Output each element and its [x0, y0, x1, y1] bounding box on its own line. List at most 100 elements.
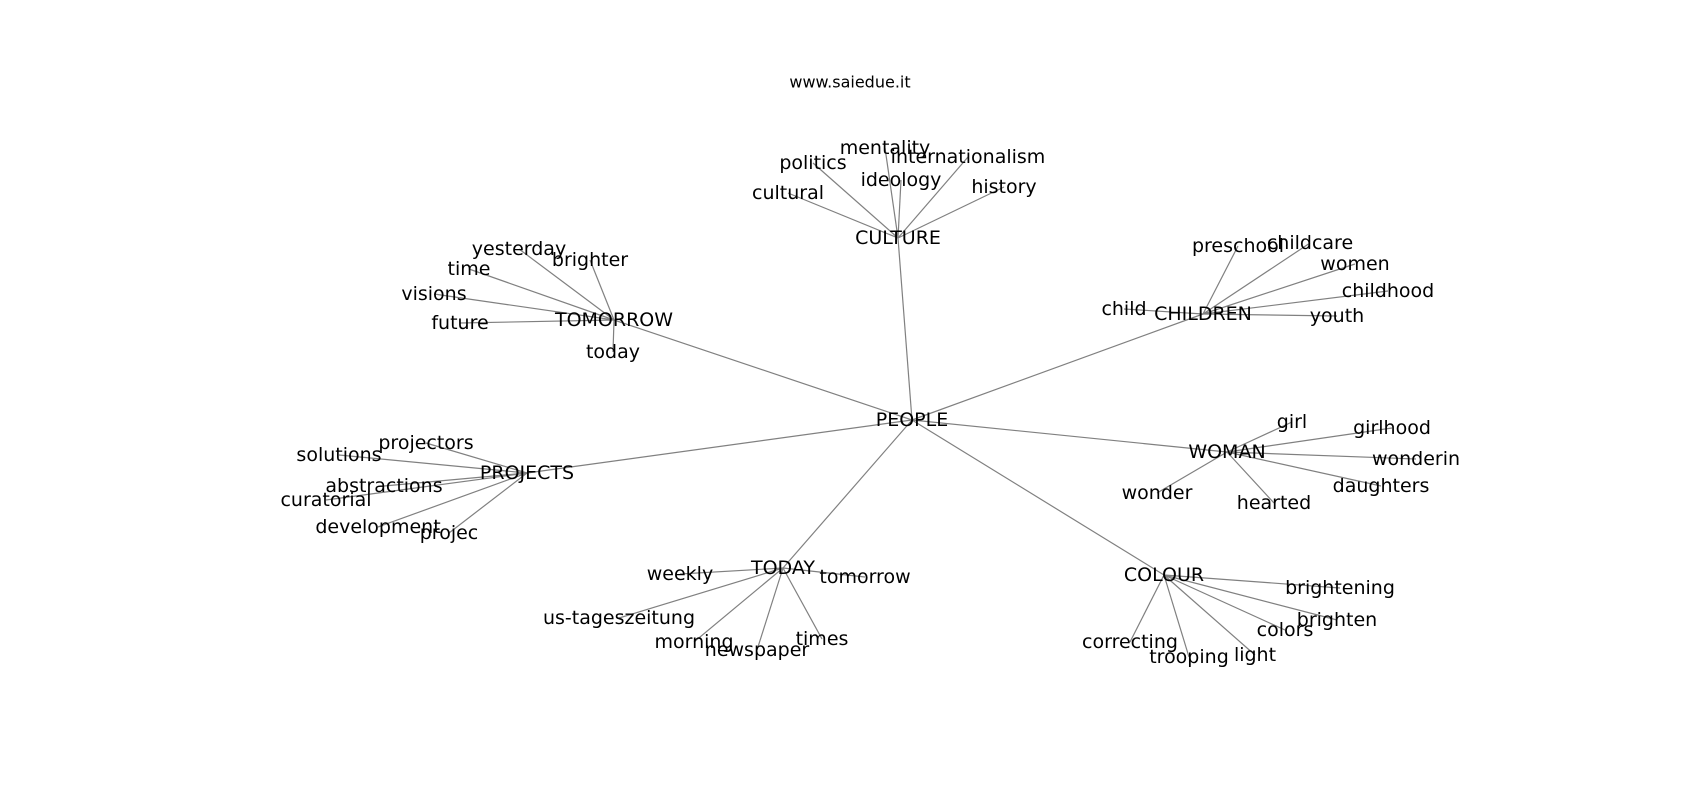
edge-people-today [782, 419, 913, 569]
leaf-node-visions: visions [401, 283, 466, 305]
leaf-node-light: light [1234, 644, 1276, 666]
leaf-node-time: time [448, 258, 491, 280]
edge-woman-hearted [1226, 451, 1275, 504]
graph-edges [325, 147, 1417, 658]
leaf-node-future: future [431, 312, 488, 334]
leaf-node-child: child [1101, 298, 1146, 320]
leaf-node-wonder: wonder [1122, 482, 1193, 504]
edge-woman-wonder [1156, 451, 1228, 494]
leaf-node-childcare: childcare [1267, 232, 1353, 254]
leaf-node-newspaper: newspaper [705, 639, 810, 661]
leaf-node-women: women [1320, 253, 1389, 275]
edge-people-children [911, 313, 1204, 421]
edge-today-times [782, 567, 823, 640]
edge-children-childcare [1202, 242, 1311, 315]
leaf-node-tomorrow: tomorrow [819, 566, 910, 588]
hub-node-children: CHILDREN [1154, 303, 1252, 325]
edge-projects-curatorial [325, 472, 528, 501]
leaf-node-projec: projec [420, 522, 479, 544]
leaf-node-mentality: mentality [840, 137, 931, 159]
edge-woman-daughters [1226, 451, 1382, 487]
leaf-node-development: development [315, 516, 440, 538]
leaf-node-hearted: hearted [1237, 492, 1311, 514]
edge-today-tomorrow [782, 567, 866, 578]
edge-colour-brighten [1163, 574, 1338, 621]
leaf-node-morning: morning [654, 631, 733, 653]
edge-culture-mentality [884, 147, 899, 239]
edge-children-childhood [1202, 290, 1389, 315]
edge-colour-brightening [1163, 574, 1341, 589]
edge-children-women [1202, 263, 1356, 315]
leaf-node-abstractions: abstractions [325, 475, 442, 497]
leaf-node-ideology: ideology [861, 169, 942, 191]
edge-colour-light [1163, 574, 1256, 656]
edge-today-newspaper [756, 567, 784, 651]
edge-tomorrow-time [468, 268, 615, 321]
edge-today-weekly [679, 567, 784, 575]
edge-culture-cultural [787, 192, 899, 239]
hub-node-colour: COLOUR [1124, 564, 1204, 586]
leaf-node-weekly: weekly [647, 563, 713, 585]
leaf-node-internationalism: internationalism [891, 146, 1046, 168]
leaf-node-times: times [796, 628, 849, 650]
edge-projects-solutions [338, 454, 528, 474]
leaf-node-childhood: childhood [1342, 280, 1434, 302]
leaf-node-history: history [971, 176, 1036, 198]
leaf-node-girl: girl [1277, 411, 1307, 433]
leaf-node-today: today [586, 341, 640, 363]
edge-woman-wonderin [1226, 451, 1417, 460]
leaf-node-projectors: projectors [378, 432, 473, 454]
leaf-node-colors: colors [1257, 619, 1314, 641]
edge-people-tomorrow [613, 319, 913, 421]
edge-people-colour [911, 419, 1165, 576]
leaf-node-correcting: correcting [1082, 631, 1178, 653]
site-title: www.saiedue.it [789, 72, 911, 92]
leaf-node-brighter: brighter [552, 249, 628, 271]
edge-woman-girl [1226, 421, 1293, 453]
hub-node-culture: CULTURE [855, 227, 941, 249]
edge-culture-ideology [897, 179, 902, 239]
edge-tomorrow-visions [433, 293, 615, 321]
edge-woman-girlhood [1226, 427, 1393, 453]
leaf-node-girlhood: girlhood [1353, 417, 1431, 439]
edge-tomorrow-brighter [589, 259, 615, 321]
leaf-node-curatorial: curatorial [280, 489, 371, 511]
leaf-node-brighten: brighten [1297, 609, 1377, 631]
hub-node-tomorrow: TOMORROW [554, 309, 673, 331]
edge-children-preschool [1202, 245, 1239, 315]
leaf-node-politics: politics [779, 152, 846, 174]
edge-children-youth [1202, 313, 1338, 317]
leaf-node-cultural: cultural [752, 182, 824, 204]
edge-colour-correcting [1129, 574, 1165, 643]
leaf-node-wonderin: wonderin [1372, 448, 1460, 470]
edge-culture-politics [812, 162, 899, 239]
edge-colour-colors [1163, 574, 1286, 631]
hub-node-people: PEOPLE [876, 409, 948, 431]
edge-today-us-tageszeitung [618, 567, 784, 619]
leaf-node-brightening: brightening [1285, 577, 1395, 599]
edge-culture-history [897, 186, 1005, 239]
edge-today-morning [693, 567, 784, 643]
edge-projects-projec [448, 472, 528, 534]
edge-tomorrow-today [612, 319, 615, 353]
leaf-node-daughters: daughters [1333, 475, 1430, 497]
edge-people-woman [911, 419, 1228, 453]
edge-projects-abstractions [383, 472, 528, 487]
hub-node-woman: WOMAN [1188, 441, 1265, 463]
leaf-node-trooping: trooping [1149, 646, 1229, 668]
edge-projects-development [377, 472, 528, 528]
leaf-node-yesterday: yesterday [472, 238, 566, 260]
leaf-node-preschool: preschool [1192, 235, 1284, 257]
edge-colour-trooping [1163, 574, 1190, 658]
leaf-node-solutions: solutions [296, 444, 381, 466]
edge-tomorrow-future [459, 319, 615, 324]
edge-culture-internationalism [897, 156, 969, 239]
leaf-node-youth: youth [1310, 305, 1364, 327]
hub-node-projects: PROJECTS [480, 462, 574, 484]
edge-projects-projectors [425, 442, 528, 474]
graph-labels: PEOPLE CULTURE politicsmentalityinternatio… [280, 137, 1460, 668]
edge-tomorrow-yesterday [518, 248, 615, 321]
edge-people-culture [897, 237, 913, 421]
edge-children-child [1123, 308, 1204, 315]
